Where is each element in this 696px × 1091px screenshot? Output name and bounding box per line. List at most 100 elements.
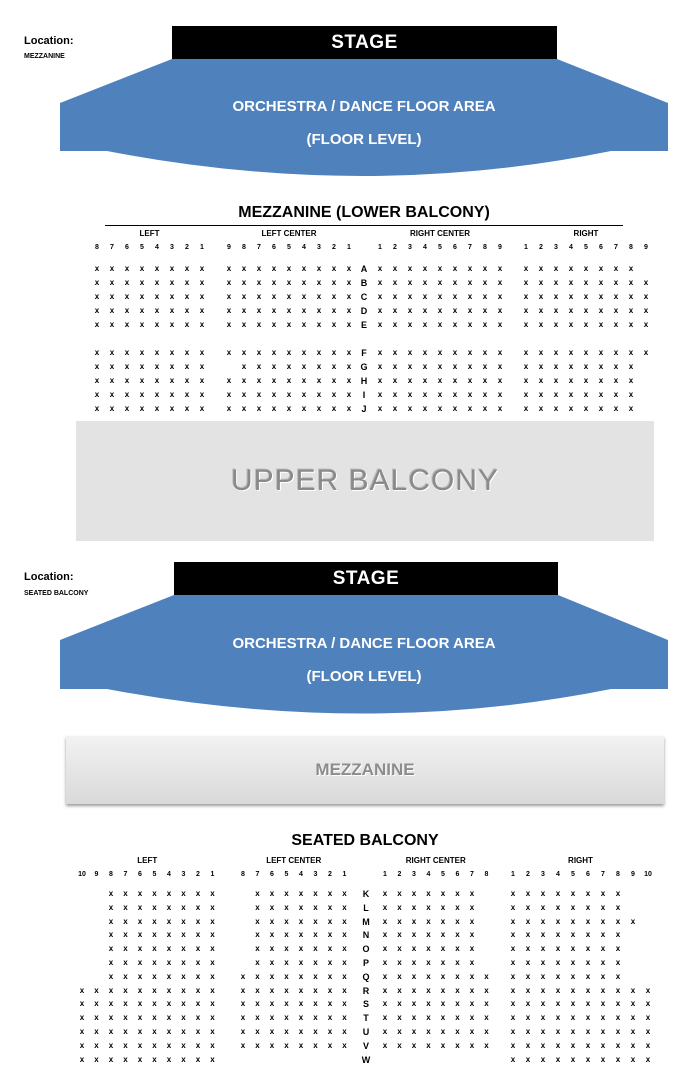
seat-marker: x bbox=[613, 264, 619, 273]
seat-marker: x bbox=[152, 958, 157, 967]
seat-marker: x bbox=[269, 1040, 275, 1050]
seat-marker: x bbox=[346, 376, 352, 385]
seat-marker: x bbox=[452, 264, 458, 273]
seat-marker: x bbox=[284, 1027, 289, 1036]
seat-marker: x bbox=[124, 390, 130, 399]
seat-marker: x bbox=[342, 930, 347, 940]
seat-number: 1 bbox=[378, 244, 382, 251]
seat-marker: x bbox=[123, 1013, 128, 1023]
seat-marker: x bbox=[271, 390, 277, 399]
seat-marker: x bbox=[455, 958, 460, 967]
seat-marker: x bbox=[271, 306, 277, 315]
seat-marker: x bbox=[210, 916, 215, 926]
seat-marker: x bbox=[331, 292, 337, 301]
section-group-label: RIGHT bbox=[573, 229, 599, 238]
seat-marker: x bbox=[301, 404, 307, 413]
seat-marker: x bbox=[440, 930, 446, 940]
seat-marker: x bbox=[124, 278, 130, 287]
seat-marker: x bbox=[139, 348, 145, 357]
seat-marker: x bbox=[286, 292, 292, 301]
seat-marker: x bbox=[169, 362, 175, 371]
seat-marker: x bbox=[407, 390, 413, 399]
seat-marker: x bbox=[525, 971, 531, 981]
seat-marker: x bbox=[645, 1013, 651, 1023]
seat-marker: x bbox=[497, 320, 503, 329]
seat-number: 9 bbox=[94, 871, 99, 878]
seat-marker: x bbox=[199, 376, 205, 385]
seat-number: 5 bbox=[584, 244, 588, 251]
seat-number: 10 bbox=[644, 871, 652, 878]
seat-marker: x bbox=[422, 320, 428, 329]
seat-marker: x bbox=[377, 362, 383, 371]
seat-marker: x bbox=[482, 292, 488, 301]
seat-marker: x bbox=[124, 362, 130, 371]
seat-marker: x bbox=[615, 1054, 621, 1064]
seat-marker: x bbox=[583, 362, 589, 371]
seat-marker: x bbox=[469, 916, 475, 926]
seat-marker: x bbox=[538, 320, 544, 329]
seat-number: 2 bbox=[196, 871, 200, 878]
seat-marker: x bbox=[210, 999, 215, 1009]
seat-marker: x bbox=[152, 1027, 157, 1036]
seat-marker: x bbox=[286, 404, 292, 413]
seat-number: 7 bbox=[601, 871, 605, 878]
seat-marker: x bbox=[255, 902, 260, 912]
seat-marker: x bbox=[226, 264, 232, 273]
seat-marker: x bbox=[628, 292, 634, 301]
row-letter: C bbox=[360, 292, 368, 302]
seat-marker: x bbox=[497, 362, 503, 371]
seat-marker: x bbox=[271, 278, 277, 287]
seat-marker: x bbox=[166, 1040, 172, 1050]
seat-marker: x bbox=[286, 362, 292, 371]
seat-marker: x bbox=[643, 292, 649, 301]
seat-marker: x bbox=[392, 306, 398, 315]
seat-marker: x bbox=[568, 292, 574, 301]
seat-marker: x bbox=[392, 278, 398, 287]
seat-marker: x bbox=[327, 1013, 333, 1023]
seat-marker: x bbox=[298, 999, 304, 1009]
seat-marker: x bbox=[184, 376, 190, 385]
seat-marker: x bbox=[166, 1013, 172, 1023]
seat-marker: x bbox=[411, 958, 417, 967]
seat-marker: x bbox=[286, 320, 292, 329]
seat-marker: x bbox=[255, 944, 260, 954]
seat-marker: x bbox=[79, 999, 85, 1009]
seat-marker: x bbox=[538, 362, 544, 371]
seat-marker: x bbox=[327, 1040, 333, 1050]
seat-marker: x bbox=[452, 348, 458, 357]
mezzanine-block: MEZZANINE bbox=[66, 736, 664, 804]
seat-marker: x bbox=[645, 1040, 651, 1050]
seat-marker: x bbox=[94, 404, 100, 413]
seat-marker: x bbox=[166, 958, 172, 967]
seat-marker: x bbox=[426, 971, 431, 981]
seat-marker: x bbox=[298, 944, 304, 954]
floor-area bbox=[60, 595, 668, 714]
seat-marker: x bbox=[301, 376, 307, 385]
seat-marker: x bbox=[570, 1054, 576, 1064]
seat-marker: x bbox=[331, 348, 337, 357]
seat-marker: x bbox=[467, 306, 473, 315]
seat-marker: x bbox=[327, 902, 333, 912]
seat-marker: x bbox=[484, 999, 489, 1009]
seat-marker: x bbox=[79, 1040, 85, 1050]
seat-marker: x bbox=[346, 390, 352, 399]
seat-marker: x bbox=[108, 944, 114, 954]
seat-marker: x bbox=[555, 1013, 561, 1023]
seat-marker: x bbox=[284, 958, 289, 967]
seat-marker: x bbox=[645, 1054, 651, 1064]
seat-marker: x bbox=[199, 306, 205, 315]
seat-marker: x bbox=[598, 278, 604, 287]
seat-marker: x bbox=[154, 264, 160, 273]
seat-marker: x bbox=[570, 902, 576, 912]
seat-marker: x bbox=[240, 1027, 246, 1036]
seat-marker: x bbox=[241, 264, 247, 273]
seat-marker: x bbox=[313, 1013, 318, 1023]
seat-marker: x bbox=[568, 278, 574, 287]
row-letter: G bbox=[360, 362, 368, 372]
seat-marker: x bbox=[484, 1027, 489, 1036]
seat-marker: x bbox=[123, 1040, 128, 1050]
seat-marker: x bbox=[555, 944, 561, 954]
seat-marker: x bbox=[210, 1040, 215, 1050]
seat-marker: x bbox=[570, 971, 576, 981]
